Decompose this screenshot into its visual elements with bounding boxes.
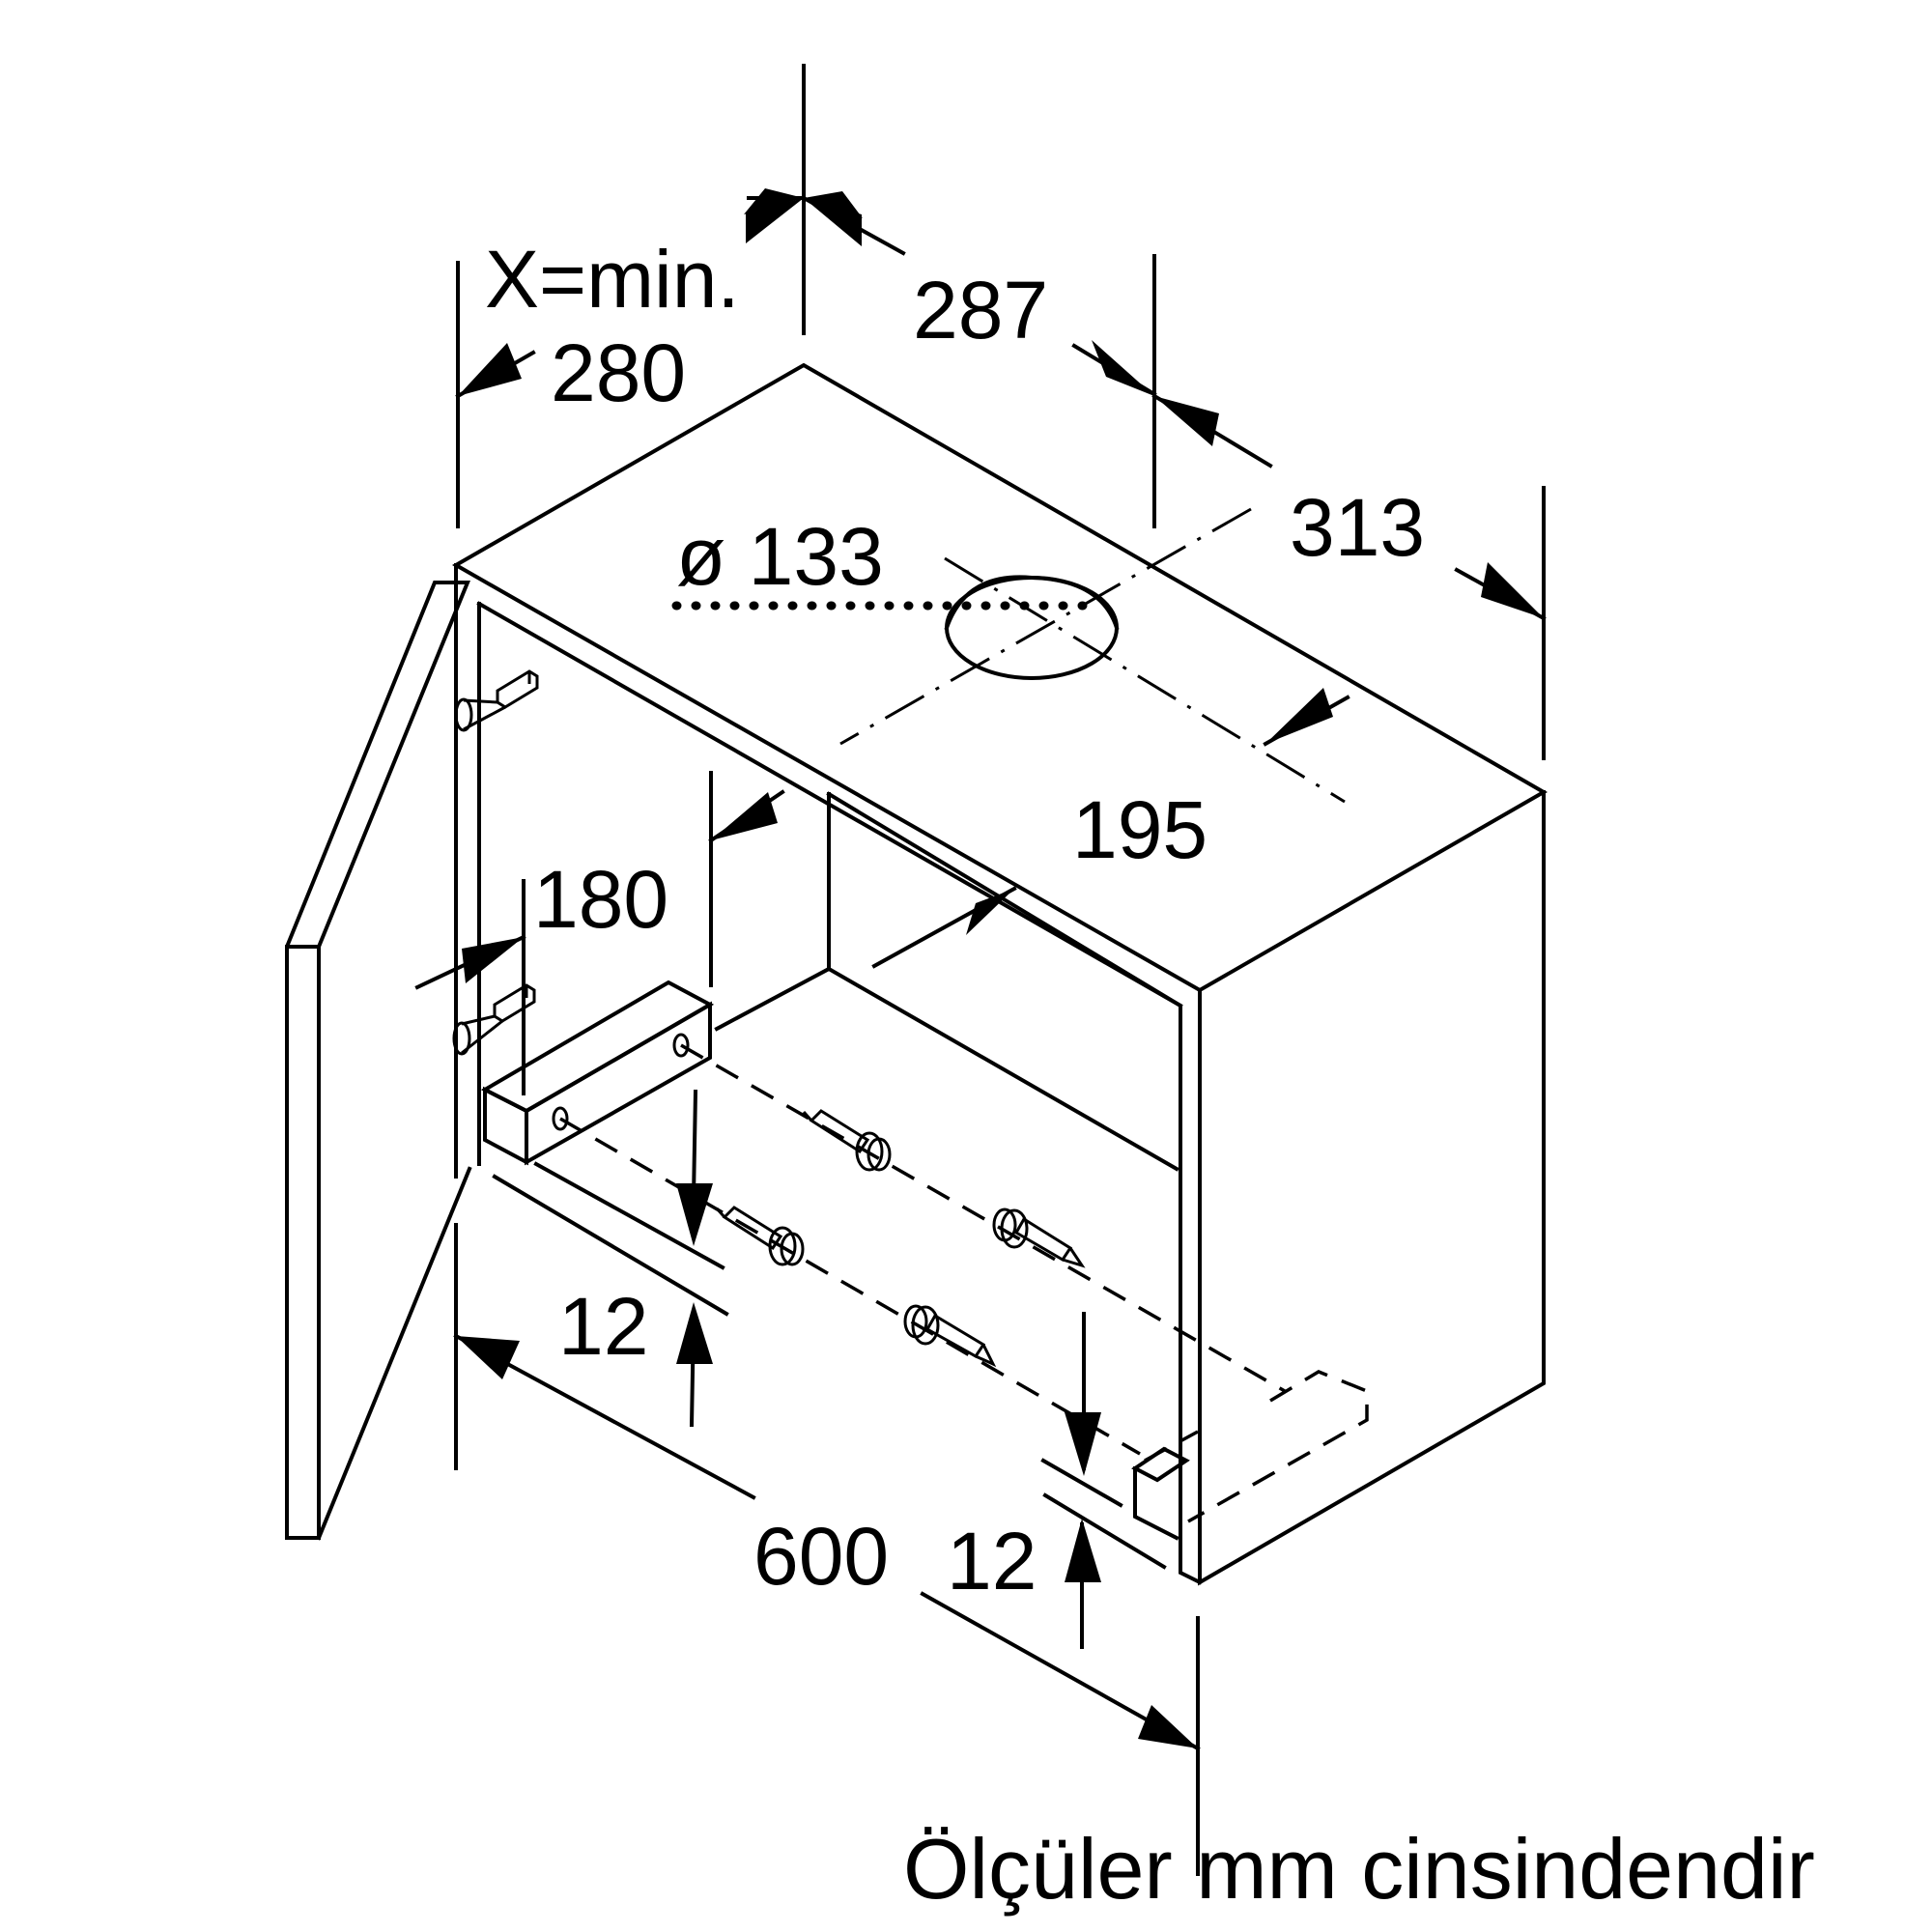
hinge-bottom [452, 983, 536, 1056]
arrow-195-right [1265, 688, 1333, 744]
arrow-313-start [1154, 396, 1219, 446]
cabinet-door [285, 581, 472, 1541]
label-duct-diameter: ø 133 [676, 511, 884, 602]
mounting-bracket [480, 980, 715, 1166]
screw-1 [715, 1206, 805, 1266]
arrow-12-front-bottom [676, 1302, 713, 1364]
screw-4 [903, 1304, 997, 1368]
arrow-280 [458, 343, 522, 396]
dimension-arrowheads [456, 188, 1544, 1748]
arrow-600-left [456, 1336, 520, 1379]
arrow-287-end [1092, 340, 1154, 396]
arrow-287-right [804, 198, 862, 246]
arrow-195-left [711, 792, 778, 840]
label-12-front: 12 [558, 1281, 648, 1372]
label-313: 313 [1290, 482, 1425, 573]
label-12-back: 12 [947, 1516, 1037, 1606]
hinge-top [454, 669, 539, 732]
arrow-12-back-bottom [1065, 1519, 1101, 1582]
arrow-180 [462, 937, 524, 983]
arrow-287-right-b [804, 191, 863, 218]
duct-opening [671, 507, 1346, 804]
label-x-min: X=min. [485, 234, 740, 325]
arrow-195-inner [966, 889, 1014, 935]
label-280: 280 [551, 327, 686, 418]
label-287: 287 [913, 265, 1048, 355]
units-footnote: Ölçüler mm cinsindendir [903, 1821, 1815, 1917]
arrow-12-front-top [676, 1183, 713, 1246]
arrow-12-back-top [1065, 1412, 1101, 1476]
screw-2 [802, 1109, 892, 1172]
rear-bracket [1131, 1446, 1190, 1541]
label-180: 180 [533, 854, 668, 945]
label-600: 600 [753, 1511, 889, 1602]
label-195: 195 [1072, 784, 1208, 875]
arrow-600-right [1138, 1705, 1198, 1748]
cabinet-body [451, 362, 1548, 1586]
arrow-287-left-tip [744, 188, 804, 214]
screw-3 [992, 1208, 1086, 1268]
drill-alignment-lines [559, 1043, 1369, 1523]
arrow-313-end [1481, 562, 1544, 618]
